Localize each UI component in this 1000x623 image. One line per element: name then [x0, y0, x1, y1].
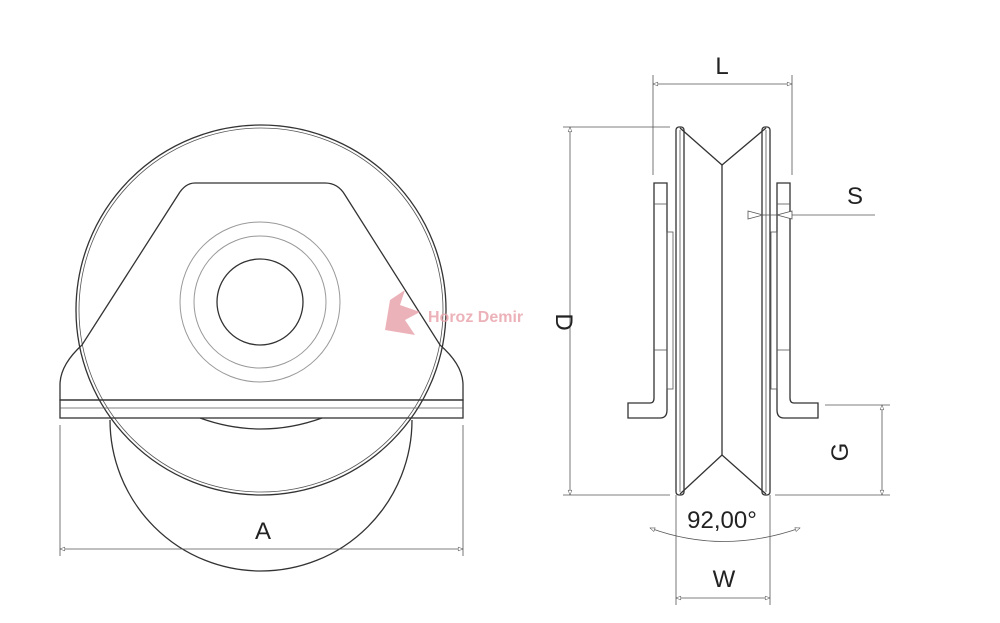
left-washer	[666, 231, 674, 390]
label-s: S	[847, 183, 863, 210]
side-view: L D S G 92,00° W	[550, 53, 890, 605]
v-groove-bottom	[679, 454, 767, 495]
watermark: Horoz Demir	[385, 290, 523, 335]
left-flange	[675, 126, 685, 496]
hub-ring-outer	[179, 221, 341, 383]
label-w: W	[713, 566, 736, 593]
watermark-text: Horoz Demir	[428, 309, 523, 326]
dimension-s-arrows	[747, 210, 793, 220]
wheel-lower-arc	[109, 419, 413, 572]
right-bracket	[776, 182, 819, 419]
base-plate	[59, 399, 464, 419]
bracket-plate	[59, 182, 464, 401]
rooster-logo-icon	[385, 290, 420, 335]
wheel-inner-circle	[78, 127, 444, 493]
v-groove-top	[679, 127, 767, 166]
label-d: D	[550, 313, 577, 330]
label-g: G	[827, 443, 854, 462]
label-angle: 92,00°	[687, 507, 757, 534]
right-washer	[770, 231, 778, 390]
left-bracket	[627, 182, 668, 419]
label-l: L	[715, 53, 728, 80]
wheel-outer-circle	[75, 124, 447, 496]
front-view: A	[59, 124, 464, 572]
axle-hole	[216, 258, 304, 346]
hub-ring-inner	[193, 235, 327, 369]
right-flange	[761, 126, 771, 496]
angle-arc	[649, 527, 801, 542]
hub-lower	[199, 417, 323, 430]
label-a: A	[255, 518, 271, 545]
